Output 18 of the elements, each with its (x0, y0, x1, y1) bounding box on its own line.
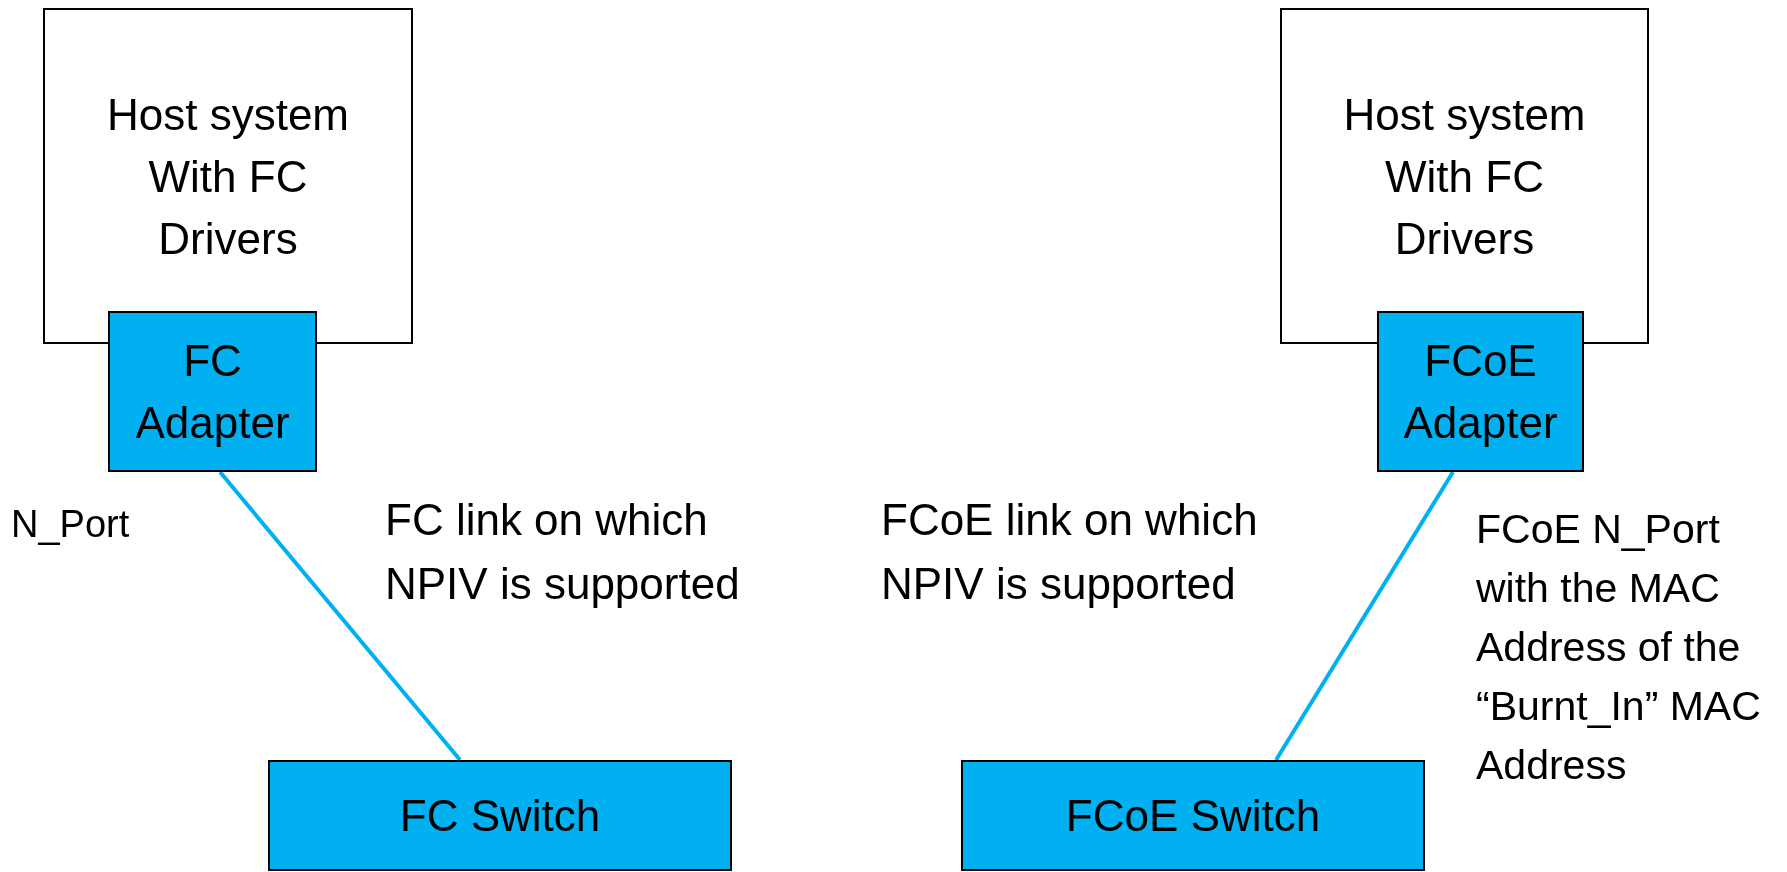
device-box (961, 760, 1425, 871)
device-box (1377, 311, 1584, 472)
host-box (1280, 8, 1649, 344)
edge-label: FCoE link on which NPIV is supported (881, 494, 1259, 610)
node-label: FCoE Adapter (1402, 334, 1559, 449)
device-box (108, 311, 317, 472)
host-box (43, 8, 413, 344)
device-box (268, 760, 732, 871)
node-label: Host system With FC Drivers (1342, 89, 1587, 265)
node-label: FC Adapter (134, 334, 291, 449)
port-note: N_Port (11, 502, 131, 547)
link-line (218, 470, 462, 762)
port-note: FCoE N_Port with the MAC Address of the “Burnt_In” MAC Address (1476, 505, 1761, 790)
link-line (1274, 470, 1455, 762)
node-label: Host system With FC Drivers (105, 89, 350, 265)
node-label: FC Switch (399, 789, 601, 842)
edge-label: FC link on which NPIV is supported (385, 494, 741, 610)
node-label: FCoE Switch (1065, 789, 1321, 842)
